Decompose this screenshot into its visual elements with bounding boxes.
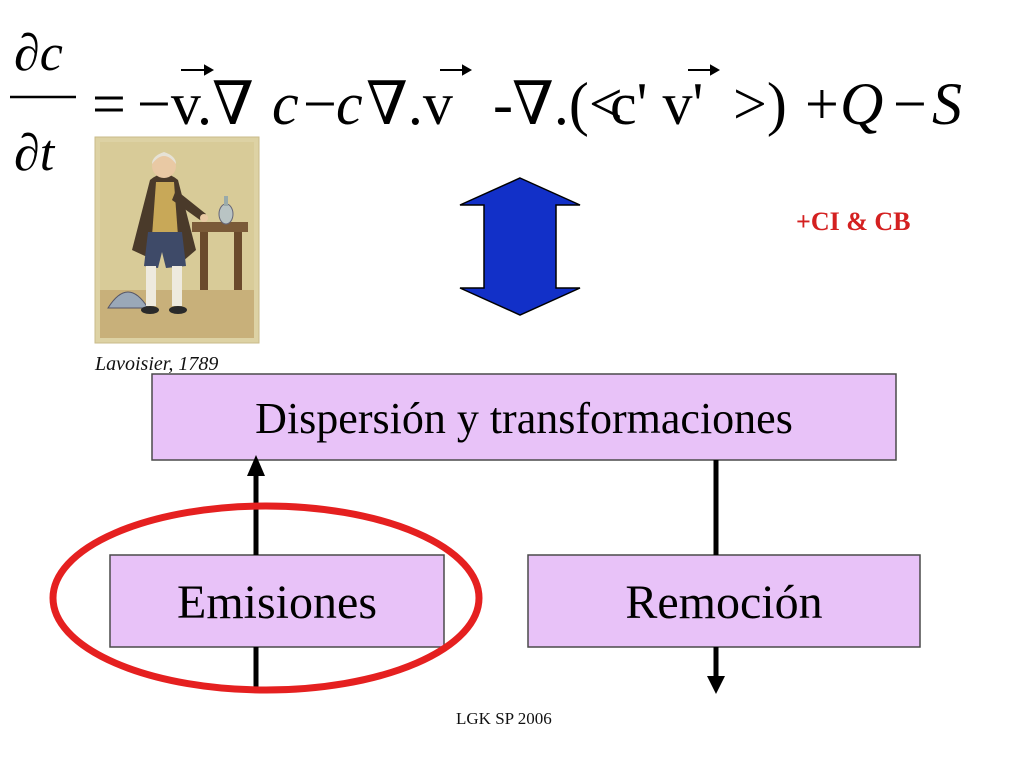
equation-minus-2: −: [893, 71, 927, 137]
vector-arrow-icon: [181, 64, 215, 76]
emissions-highlight-ellipse: [49, 502, 483, 694]
equation-denominator: ∂t: [14, 125, 56, 182]
transport-equation: ∂c ∂t = −v.∇ c − c ∇.v - ∇.(< c' v' >) +…: [10, 25, 962, 182]
equation-equals: =: [92, 71, 126, 137]
dispersion-box: Dispersión y transformaciones: [151, 373, 897, 461]
dispersion-box-label: Dispersión y transformaciones: [255, 394, 793, 443]
equation-turbulent-close: >): [733, 71, 787, 137]
vector-arrow-icon: [688, 64, 721, 76]
vertical-double-arrow-icon: [459, 177, 581, 316]
equation-source: Q: [840, 71, 883, 137]
conditions-label: +CI & CB: [796, 207, 911, 236]
equation-term-c1: c: [272, 71, 299, 137]
equation-numerator: ∂c: [14, 25, 63, 82]
removal-box: Remoción: [527, 554, 921, 648]
footer-credit: LGK SP 2006: [456, 709, 552, 728]
portrait-caption: Lavoisier, 1789: [94, 353, 218, 375]
equation-divergence: ∇.v: [366, 71, 453, 137]
equation-term-c2: c: [336, 71, 363, 137]
removal-box-label: Remoción: [625, 576, 822, 629]
equation-plus: +: [805, 71, 839, 137]
emissions-box-label: Emisiones: [177, 576, 377, 629]
equation-turbulent-flux: c' v': [610, 71, 703, 137]
removal-output-arrow: [707, 647, 725, 694]
lavoisier-portrait: [94, 136, 260, 344]
equation-minus-1: −: [303, 71, 337, 137]
equation-advection: −v.∇: [137, 71, 254, 137]
equation-dash: -: [493, 71, 513, 137]
vector-arrow-icon: [440, 64, 473, 76]
emissions-box: Emisiones: [109, 554, 445, 648]
emissions-to-dispersion-arrow: [247, 455, 265, 555]
equation-turbulent-open: ∇.(<: [512, 71, 623, 137]
equation-sink: S: [932, 71, 962, 137]
